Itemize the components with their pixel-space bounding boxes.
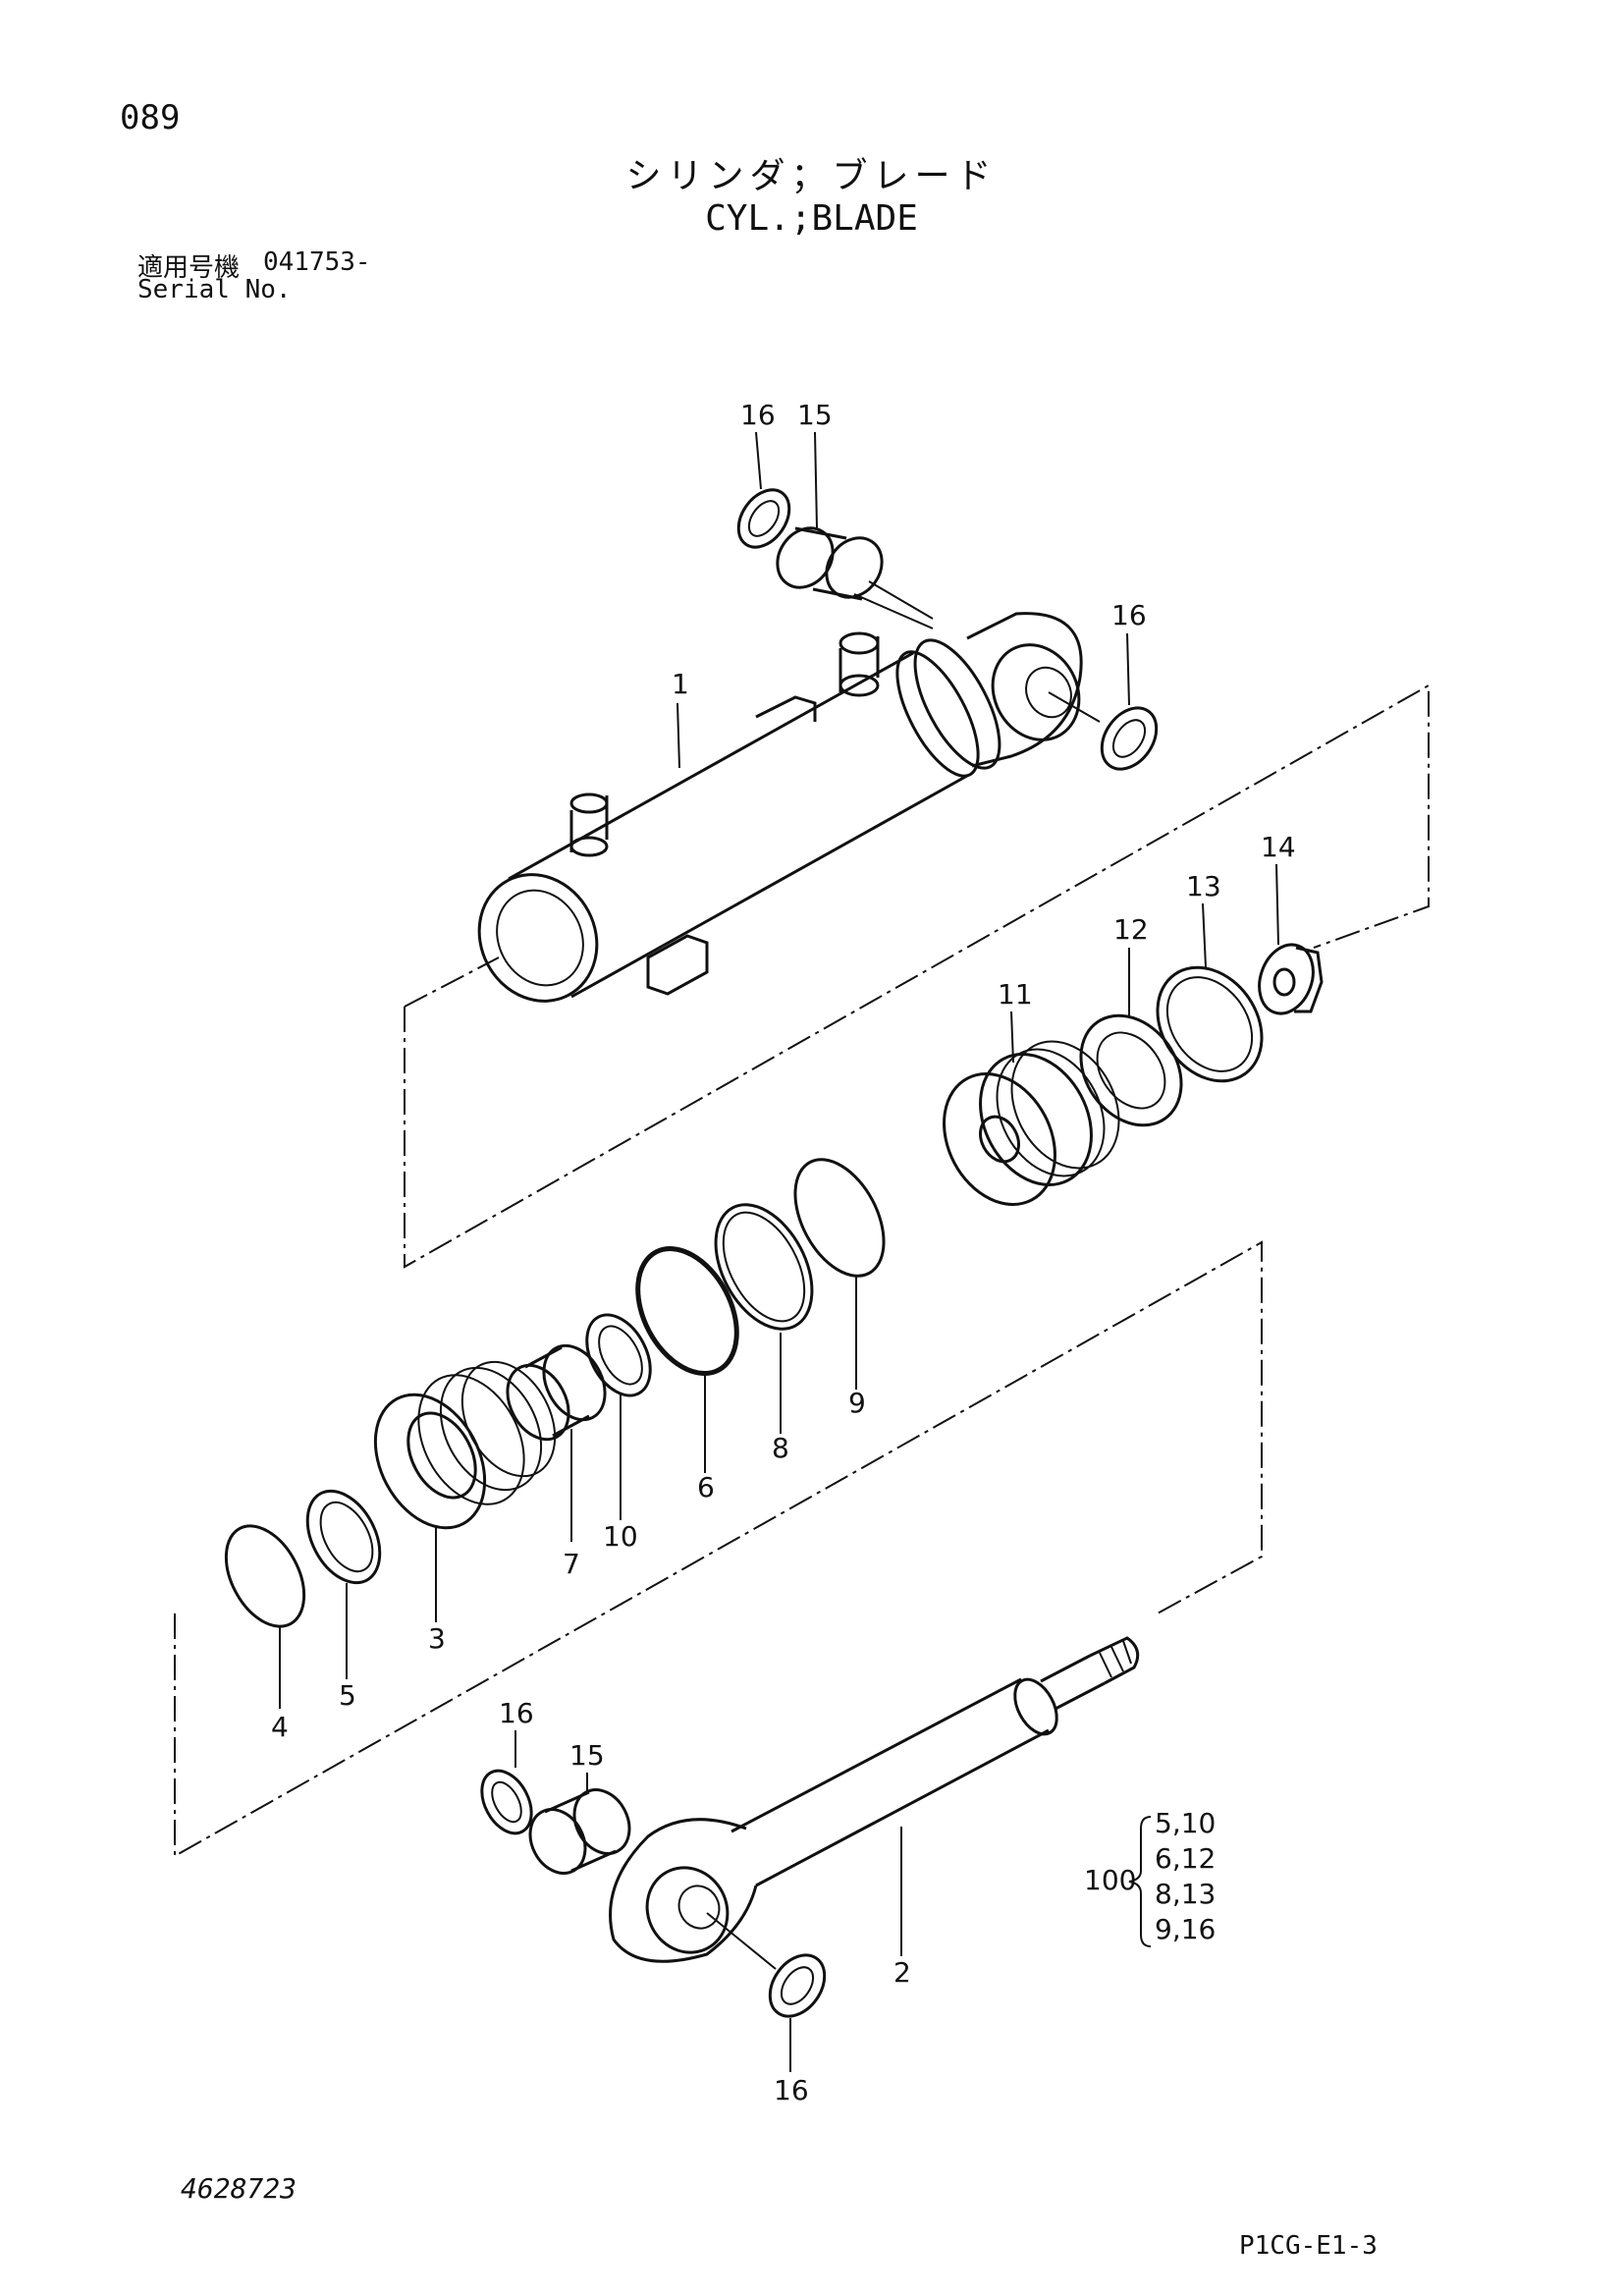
callout-14: 14 bbox=[1261, 831, 1296, 863]
callout-16: 16 bbox=[740, 399, 776, 431]
part-9-o-ring bbox=[793, 1158, 886, 1278]
callout-16: 16 bbox=[774, 2074, 809, 2106]
assembly-line-lower bbox=[174, 1240, 1263, 1858]
callout-6: 6 bbox=[697, 1471, 715, 1503]
part-6-o-ring bbox=[635, 1246, 739, 1376]
callout-3: 3 bbox=[428, 1622, 446, 1655]
part-4-snap-ring bbox=[224, 1524, 306, 1628]
part-11-piston bbox=[943, 1040, 1120, 1206]
callout-12: 12 bbox=[1113, 913, 1149, 946]
kit-item: 5,10 bbox=[1155, 1807, 1216, 1839]
part-16-dust-seal-top bbox=[736, 488, 791, 549]
title-english: CYL.;BLADE bbox=[705, 198, 918, 239]
callout-10: 10 bbox=[603, 1520, 638, 1553]
part-8-backup-ring bbox=[714, 1203, 814, 1331]
part-16-dust-seal-right bbox=[1100, 706, 1159, 771]
callout-5: 5 bbox=[339, 1679, 356, 1712]
assembly-line-rod bbox=[404, 957, 500, 1008]
serial-label-japanese: 適用号機 bbox=[137, 253, 241, 283]
kit-item: 9,16 bbox=[1155, 1913, 1216, 1945]
kit-number: 100 bbox=[1084, 1864, 1136, 1896]
callout-7: 7 bbox=[563, 1548, 580, 1580]
document-number: 4628723 bbox=[181, 2172, 298, 2205]
callout-8: 8 bbox=[772, 1432, 789, 1464]
callout-9: 9 bbox=[848, 1387, 866, 1419]
part-5-dust-seal bbox=[305, 1489, 382, 1585]
callout-2: 2 bbox=[893, 1956, 911, 1989]
serial-number: 041753- bbox=[263, 247, 371, 277]
assembly-line-upper bbox=[404, 683, 1430, 1269]
part-7-bushing bbox=[506, 1343, 607, 1442]
callout-15: 15 bbox=[797, 399, 833, 431]
callout-11: 11 bbox=[998, 978, 1033, 1011]
part-16-dust-seal-bottom bbox=[768, 1953, 827, 2018]
part-14-nut bbox=[1258, 943, 1324, 1015]
part-3-rod-cover bbox=[373, 1360, 557, 1530]
serial-label-english: Serial No. bbox=[137, 275, 292, 304]
callout-13: 13 bbox=[1186, 870, 1221, 902]
kit-item: 8,13 bbox=[1155, 1878, 1216, 1910]
callout-16: 16 bbox=[499, 1697, 534, 1729]
leader-lines bbox=[279, 431, 1279, 2072]
kit-item: 6,12 bbox=[1155, 1842, 1216, 1875]
callout-16: 16 bbox=[1111, 599, 1147, 631]
callout-15: 15 bbox=[569, 1739, 605, 1772]
part-2-piston-rod bbox=[609, 1636, 1140, 1963]
callout-1: 1 bbox=[672, 668, 689, 700]
page-number: 089 bbox=[120, 98, 181, 137]
part-12-piston-seal bbox=[1079, 1013, 1183, 1127]
part-1-cylinder-tube bbox=[477, 593, 1083, 1003]
title-japanese: シリンダ；ブレード bbox=[625, 156, 998, 196]
part-10-seal bbox=[585, 1313, 652, 1397]
kit-brace bbox=[1128, 1816, 1152, 1947]
page-code: P1CG-E1-3 bbox=[1239, 2231, 1378, 2261]
part-16-dust-seal-bottom-left bbox=[480, 1769, 533, 1835]
callout-4: 4 bbox=[271, 1711, 289, 1743]
kit-group: 100 5,10 6,12 8,13 9,16 bbox=[1084, 1807, 1216, 1947]
part-15-bushing-top bbox=[776, 526, 884, 601]
